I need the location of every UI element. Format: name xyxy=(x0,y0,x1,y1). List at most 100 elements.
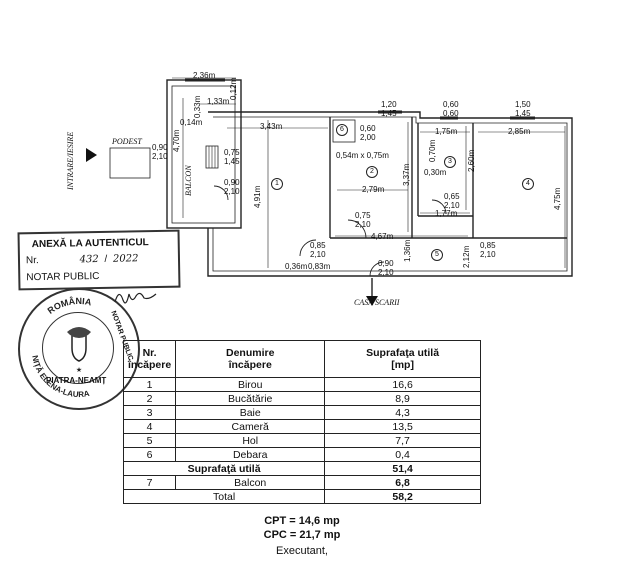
dim-065-210: 0,65 2,10 xyxy=(444,192,460,210)
cell-area: 8,9 xyxy=(324,391,481,406)
dim-343: 3,43m xyxy=(260,122,283,131)
cell-nr: 3 xyxy=(122,405,177,420)
coat-of-arms-icon xyxy=(67,327,91,362)
room-4-marker: 4 xyxy=(522,178,534,190)
cell-name: Debara xyxy=(175,447,326,462)
room-6-marker: 6 xyxy=(336,124,348,136)
dim-279: 2,79m xyxy=(362,185,385,194)
room-5-marker: 5 xyxy=(431,249,443,261)
surfaces-table: Nr. încăpere Denumire încăpere Suprafaţa… xyxy=(122,340,481,504)
dim-060-200: 0,60 2,00 xyxy=(360,124,376,142)
cell-name: Hol xyxy=(175,433,326,448)
cell-area: 13,5 xyxy=(324,419,481,434)
dim-491: 4,91m xyxy=(253,185,262,208)
room-3-marker: 3 xyxy=(444,156,456,168)
annex-nr-label: Nr. xyxy=(25,255,39,267)
dim-033: 0,33m xyxy=(193,95,202,118)
room-2-marker: 2 xyxy=(366,166,378,178)
total-label: Total xyxy=(122,489,326,504)
annex-nr-value: 432 xyxy=(79,254,99,266)
header-suprafata: Suprafaţa utilă [mp] xyxy=(324,340,481,378)
dim-075-210: 0,75 2,10 xyxy=(355,211,371,229)
svg-text:★: ★ xyxy=(76,366,82,374)
subtotal-row: Suprafaţă utilă 51,4 xyxy=(122,461,481,476)
balcon-label: BALCON xyxy=(184,165,193,196)
cell-area: 16,6 xyxy=(324,377,481,392)
cell-area: 4,3 xyxy=(324,405,481,420)
intrare-label: INTRARE/IESIRE xyxy=(66,131,75,190)
casa-scarii-label: CASA SCARII xyxy=(354,298,400,307)
dim-012: 0,12m xyxy=(229,77,238,100)
svg-text:ROMÂNIA: ROMÂNIA xyxy=(46,295,93,316)
cell-name: Balcon xyxy=(175,475,326,490)
cell-nr: 2 xyxy=(122,391,177,406)
cell-name: Bucătărie xyxy=(175,391,326,406)
annex-notar: NOTAR PUBLIC xyxy=(26,270,100,284)
dim-085-210-a: 0,85 2,10 xyxy=(310,241,326,259)
cell-area: 7,7 xyxy=(324,433,481,448)
dim-060-060: 0,60 0,60 xyxy=(443,100,459,118)
dim-337: 3,37m xyxy=(402,163,411,186)
seal-bottom-text: PIATRA-NEAMȚ xyxy=(46,376,107,385)
executant-line: Executant, xyxy=(276,545,328,557)
dim-054: 0,54m x 0,75m xyxy=(336,151,389,160)
dim-090-210-b: 0,90 2,10 xyxy=(224,178,240,196)
cell-area: 6,8 xyxy=(324,475,481,490)
cpc-line: CPC = 21,7 mp xyxy=(263,529,341,541)
table-header-row: Nr. încăpere Denumire încăpere Suprafaţa… xyxy=(122,340,481,378)
header-nr: Nr. încăpere xyxy=(122,340,177,378)
dim-470: 4,70m xyxy=(172,129,181,152)
subtotal-value: 51,4 xyxy=(324,461,481,476)
dim-212: 2,12m xyxy=(462,245,471,268)
cell-name: Cameră xyxy=(175,419,326,434)
dim-177: 1,77m xyxy=(435,209,458,218)
dim-467: 4,67m xyxy=(371,232,394,241)
floor-plan xyxy=(86,77,573,306)
annex-year: 2022 xyxy=(112,253,139,265)
annex-stamp: ANEXĂ LA AUTENTICUL Nr. 432 / 2022 NOTAR… xyxy=(17,229,181,291)
exterior-wall xyxy=(207,111,573,277)
entry-arrow xyxy=(86,148,97,162)
cell-nr: 1 xyxy=(122,377,177,392)
cell-nr: 4 xyxy=(122,419,177,434)
cell-nr: 7 xyxy=(122,475,177,490)
cell-nr: 5 xyxy=(122,433,177,448)
seal-top-text: ROMÂNIA xyxy=(46,295,93,316)
dim-136: 1,36m xyxy=(403,239,412,262)
cpt-line: CPT = 14,6 mp xyxy=(264,515,340,527)
dim-036: 0,36m xyxy=(285,262,308,271)
dim-030: 0,30m xyxy=(424,168,447,177)
dim-120-145: 1,20 1,45 xyxy=(381,100,397,118)
dim-075-145: 0,75 1,45 xyxy=(224,148,240,166)
total-value: 58,2 xyxy=(324,489,481,504)
stair-arrow xyxy=(366,296,378,306)
subtotal-label: Suprafaţă utilă xyxy=(122,461,326,476)
podest-label: PODEST xyxy=(112,137,142,146)
cell-area: 0,4 xyxy=(324,447,481,462)
cell-nr: 6 xyxy=(122,447,177,462)
total-row: Total 58,2 xyxy=(122,489,481,504)
dim-090-210-c: 0,90 2,10 xyxy=(378,259,394,277)
signature xyxy=(114,292,157,304)
annex-title: ANEXĂ LA AUTENTICUL xyxy=(31,237,149,251)
dim-175: 1,75m xyxy=(435,127,458,136)
dim-285: 2,85m xyxy=(508,127,531,136)
balcon-row: 7 Balcon 6,8 xyxy=(122,475,481,490)
cell-name: Baie xyxy=(175,405,326,420)
room-1-marker: 1 xyxy=(271,178,283,190)
dim-083: 0,83m xyxy=(308,262,331,271)
dim-085-210-b: 0,85 2,10 xyxy=(480,241,496,259)
dim-260: 2,60m xyxy=(467,149,476,172)
cell-name: Birou xyxy=(175,377,326,392)
dim-090-210-a: 0,90 2,10 xyxy=(152,143,168,161)
dim-133: 1,33m xyxy=(207,97,230,106)
dim-070: 0,70m xyxy=(428,139,437,162)
dim-236: 2,36m xyxy=(193,71,216,80)
notary-seal: ROMÂNIA NIȚĂ ELENA-LAURA ★ PIATRA-NEAMȚ … xyxy=(18,288,140,410)
